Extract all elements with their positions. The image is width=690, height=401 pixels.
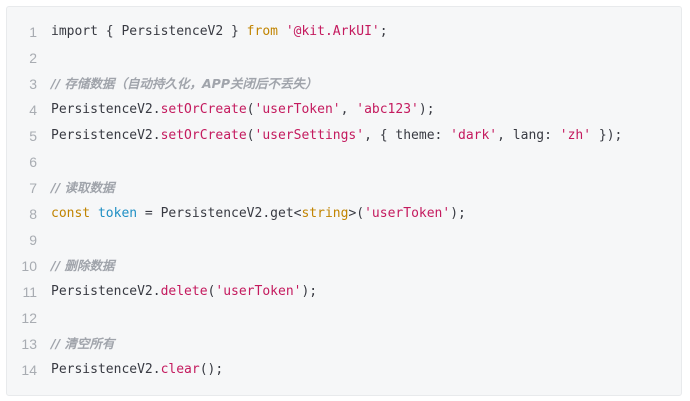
code-token: '@kit.ArkUI' xyxy=(285,24,380,39)
code-token: PersistenceV2. xyxy=(51,102,161,117)
code-line: 14 PersistenceV2.clear(); xyxy=(7,357,681,383)
line-number: 2 xyxy=(29,50,37,66)
line-number: 12 xyxy=(21,310,37,326)
code-token: string xyxy=(301,206,349,221)
code-token: ; xyxy=(379,24,388,39)
code-token: setOrCreate xyxy=(160,102,247,117)
code-text xyxy=(51,305,681,331)
code-text: // 存储数据（自动持久化，APP关闭后不丢失） xyxy=(51,71,681,97)
code-token: const xyxy=(51,206,91,221)
code-token: token xyxy=(97,206,138,221)
code-line: 1 import { PersistenceV2 } from '@kit.Ark… xyxy=(7,19,681,45)
line-number: 10 xyxy=(21,258,37,274)
code-token: ( xyxy=(246,102,255,117)
code-comment: // 读取数据 xyxy=(51,180,115,195)
code-line: 2 xyxy=(7,45,681,71)
line-number: 7 xyxy=(29,180,37,196)
code-token: 'zh' xyxy=(559,128,592,143)
code-line: 11 PersistenceV2.delete('userToken'); xyxy=(7,279,681,305)
code-token: = PersistenceV2.get< xyxy=(137,206,302,221)
line-number: 13 xyxy=(21,336,37,352)
code-token xyxy=(278,24,286,39)
code-line: 7 // 读取数据 xyxy=(7,175,681,201)
code-line: 6 xyxy=(7,149,681,175)
line-number: 14 xyxy=(21,362,37,378)
line-number: 11 xyxy=(22,284,37,300)
code-token: import { PersistenceV2 } xyxy=(51,24,247,39)
code-token: ); xyxy=(450,206,466,221)
code-token: (); xyxy=(199,362,224,377)
code-text: PersistenceV2.setOrCreate('userSettings'… xyxy=(51,123,681,149)
line-number: 3 xyxy=(29,76,37,92)
code-text: const token = PersistenceV2.get<string>(… xyxy=(51,201,681,227)
code-text: // 清空所有 xyxy=(51,331,681,357)
code-line: 13 // 清空所有 xyxy=(7,331,681,357)
code-text: PersistenceV2.setOrCreate('userToken', '… xyxy=(51,97,681,123)
line-number: 6 xyxy=(29,154,37,170)
line-number: 8 xyxy=(29,206,37,222)
code-token: clear xyxy=(160,362,200,377)
code-token: 'userToken' xyxy=(215,284,302,299)
code-text: import { PersistenceV2 } from '@kit.ArkU… xyxy=(51,19,681,45)
code-line: 9 xyxy=(7,227,681,253)
code-text xyxy=(51,227,681,253)
code-token: 'abc123' xyxy=(356,102,419,117)
code-token: 'userSettings' xyxy=(254,128,365,143)
line-number: 4 xyxy=(29,102,37,118)
code-token: delete xyxy=(160,284,208,299)
code-comment: // 清空所有 xyxy=(51,336,115,351)
code-token: ( xyxy=(246,128,255,143)
code-token: , { theme: xyxy=(364,128,451,143)
code-token: ); xyxy=(418,102,435,117)
code-token: , lang: xyxy=(497,128,560,143)
code-token xyxy=(90,206,98,221)
code-token: PersistenceV2. xyxy=(51,362,161,377)
code-token: from xyxy=(246,24,278,39)
code-token: PersistenceV2. xyxy=(51,284,161,299)
code-token: ); xyxy=(301,284,318,299)
code-text xyxy=(51,149,681,175)
code-line: 12 xyxy=(7,305,681,331)
code-line: 5 PersistenceV2.setOrCreate('userSettings… xyxy=(7,123,681,149)
line-number: 1 xyxy=(29,24,37,40)
code-token: 'userToken' xyxy=(364,206,451,221)
code-text: PersistenceV2.delete('userToken'); xyxy=(51,279,681,305)
code-comment: // 存储数据（自动持久化，APP关闭后不丢失） xyxy=(51,76,318,91)
code-token: , xyxy=(340,102,357,117)
code-token: setOrCreate xyxy=(160,128,247,143)
code-line: 8 const token = PersistenceV2.get<string>… xyxy=(7,201,681,227)
code-token: }); xyxy=(591,128,623,143)
code-comment: // 删除数据 xyxy=(51,258,115,273)
code-block: 1 import { PersistenceV2 } from '@kit.Ark… xyxy=(6,6,682,396)
code-token: 'userToken' xyxy=(254,102,341,117)
code-line: 4 PersistenceV2.setOrCreate('userToken', … xyxy=(7,97,681,123)
code-line: 10 // 删除数据 xyxy=(7,253,681,279)
code-token: >( xyxy=(348,206,365,221)
code-text: // 读取数据 xyxy=(51,175,681,201)
code-line: 3 // 存储数据（自动持久化，APP关闭后不丢失） xyxy=(7,71,681,97)
code-text: // 删除数据 xyxy=(51,253,681,279)
code-token: PersistenceV2. xyxy=(51,128,161,143)
line-number: 9 xyxy=(29,232,37,248)
code-token: 'dark' xyxy=(450,128,498,143)
code-text xyxy=(51,45,681,71)
code-text: PersistenceV2.clear(); xyxy=(51,357,681,383)
line-number: 5 xyxy=(29,128,37,144)
code-token: ( xyxy=(207,284,216,299)
